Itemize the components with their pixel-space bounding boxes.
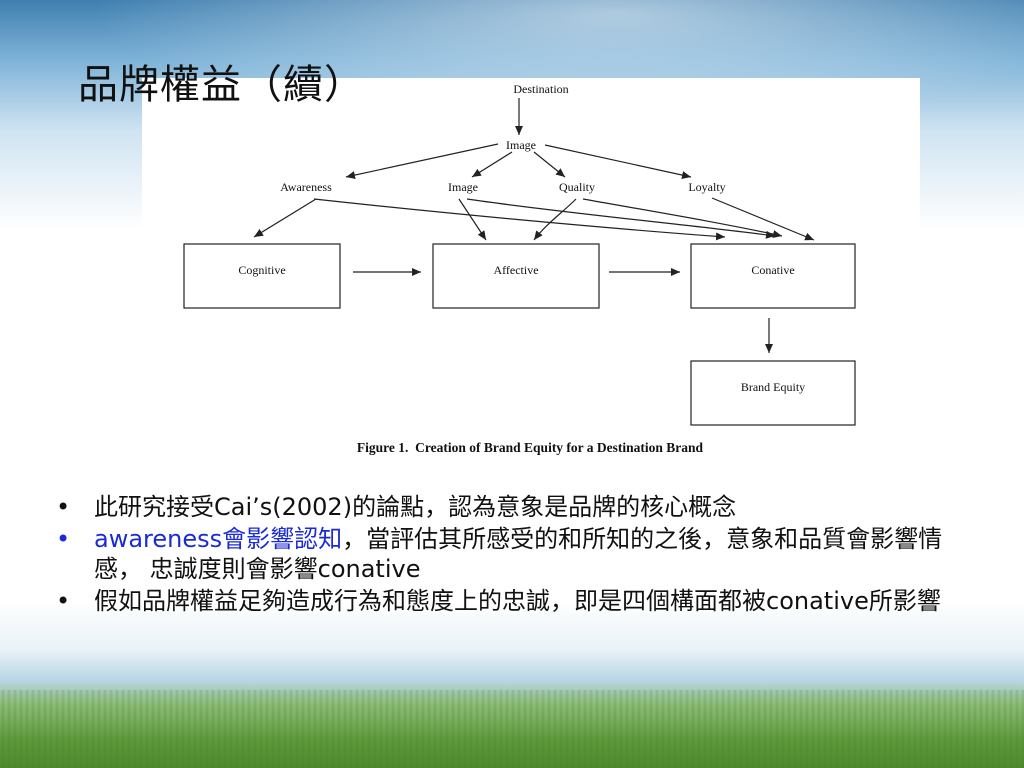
- bullet-dot: •: [56, 587, 71, 615]
- bullet-dot: •: [56, 525, 71, 553]
- bullet-text-highlight: awareness會影響認知: [94, 525, 343, 553]
- arrow-quality-conative: [582, 198, 783, 239]
- grass-background: [0, 690, 1024, 768]
- arrow-awareness-cognitive: [253, 198, 317, 238]
- label-conative: Conative: [751, 263, 794, 277]
- box-cognitive: [183, 243, 341, 309]
- bullet-item: • 此研究接受Cai’s(2002)的論點，認為意象是品牌的核心概念: [56, 492, 956, 522]
- bullet-dot: •: [56, 493, 71, 521]
- arrow-image-conative: [466, 198, 776, 239]
- node-awareness: Awareness: [280, 180, 332, 194]
- arrow-image-image: [471, 151, 513, 178]
- node-destination: Destination: [513, 82, 568, 96]
- arrow-awareness-conative: [313, 198, 726, 241]
- slide-title: 品牌權益（續）: [78, 62, 365, 108]
- bullet-text: 假如品牌權益足夠造成行為和態度上的忠誠，即是四個構面都被conative所影響: [94, 587, 941, 615]
- node-quality: Quality: [559, 180, 595, 194]
- figure-panel: Destination Image Awareness Image Qualit…: [142, 78, 920, 468]
- bullet-item: • 假如品牌權益足夠造成行為和態度上的忠誠，即是四個構面都被conative所影…: [56, 586, 956, 616]
- bullet-list: • 此研究接受Cai’s(2002)的論點，認為意象是品牌的核心概念 • awa…: [56, 492, 956, 618]
- label-cognitive: Cognitive: [238, 263, 285, 277]
- arrow-image-affective: [458, 198, 487, 241]
- label-affective: Affective: [493, 263, 538, 277]
- node-image: Image: [448, 180, 478, 194]
- box-brand-equity: [690, 360, 856, 426]
- arrow-image-loyalty: [544, 144, 692, 179]
- arrow-image-awareness: [345, 143, 499, 179]
- node-loyalty: Loyalty: [688, 180, 725, 194]
- arrow-image-quality: [533, 151, 566, 178]
- box-affective: [432, 243, 600, 309]
- box-conative: [690, 243, 856, 309]
- node-image-top: Image: [506, 138, 536, 152]
- bullet-text: ，當評估其所感受的和所知的之後，意象和品質會影響情感， 忠誠度則會影響conat…: [94, 525, 943, 583]
- bullet-item: • awareness會影響認知，當評估其所感受的和所知的之後，意象和品質會影響…: [56, 524, 956, 584]
- arrow-loyalty-conative: [711, 197, 815, 241]
- figure-caption: Figure 1. Creation of Brand Equity for a…: [357, 440, 704, 455]
- arrow-quality-affective: [533, 198, 577, 241]
- brand-equity-diagram: Destination Image Awareness Image Qualit…: [183, 82, 856, 455]
- bullet-text: 此研究接受Cai’s(2002)的論點，認為意象是品牌的核心概念: [94, 493, 737, 521]
- label-brand-equity: Brand Equity: [741, 380, 805, 394]
